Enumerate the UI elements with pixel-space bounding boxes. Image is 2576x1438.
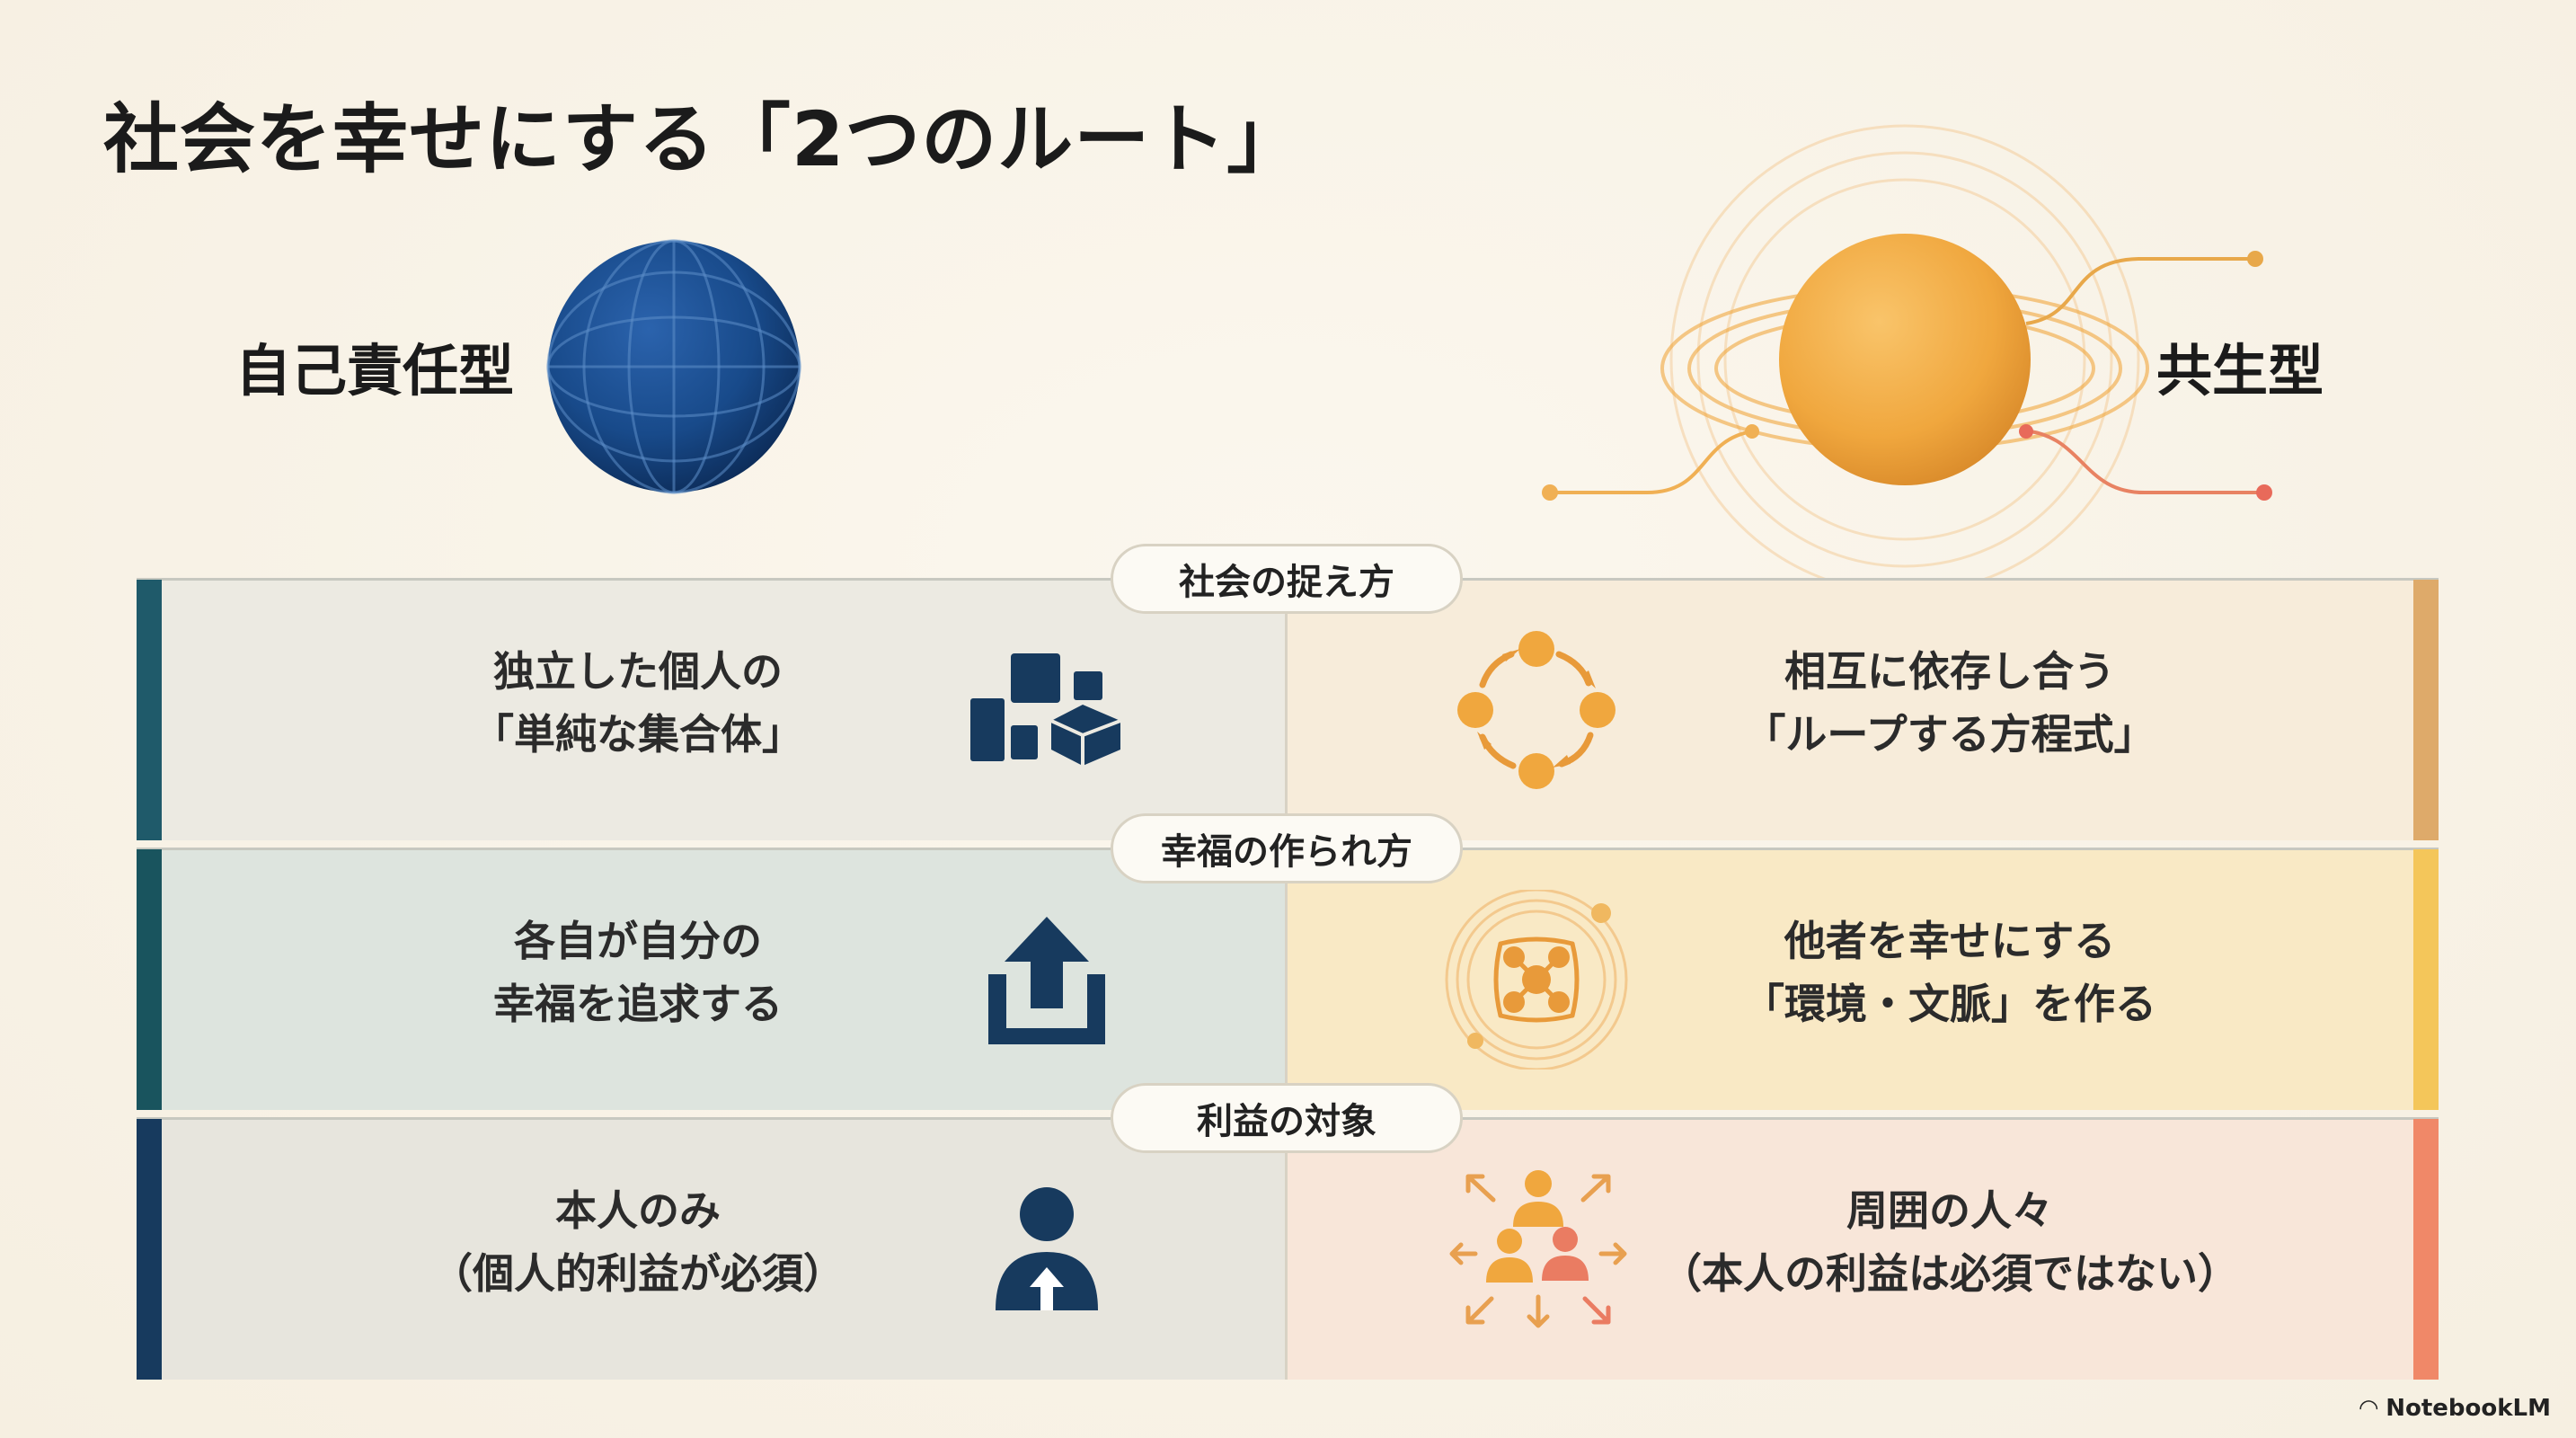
brand-watermark: ◠ NotebookLM — [2359, 1395, 2551, 1422]
row3-right-line2: （本人の利益は必須ではない） — [1660, 1249, 2239, 1298]
network-radiate-icon — [1445, 890, 1628, 1070]
row3-right-panel — [1287, 1119, 2439, 1380]
row1-right-text: 相互に依存し合う 「ループする方程式」 — [1608, 640, 2291, 766]
group-arrows-icon — [1449, 1170, 1627, 1328]
category-pill-happiness-creation: 幸福の作られ方 — [1111, 813, 1463, 883]
row3-right-line1: 周囲の人々 — [1846, 1186, 2053, 1235]
row2-left-line1: 各自が自分の — [514, 917, 762, 965]
row1-left-text: 独立した個人の 「単純な集合体」 — [297, 640, 979, 766]
row3-right-text: 周囲の人々 （本人の利益は必須ではない） — [1608, 1179, 2291, 1305]
row1-right-line2: 「ループする方程式」 — [1744, 710, 2156, 759]
row3-left-line2: （個人的利益が必須） — [431, 1249, 845, 1298]
notebooklm-logo-icon: ◠ — [2359, 1395, 2386, 1422]
orange-sun-network-icon — [1542, 124, 2272, 595]
cycle-loop-icon — [1457, 631, 1616, 789]
category-pill-society-view: 社会の捉え方 — [1111, 544, 1463, 614]
brand-text: NotebookLM — [2386, 1395, 2551, 1422]
row3-left-panel — [137, 1119, 1287, 1380]
row2-right-line2: 「環境・文脈」を作る — [1743, 980, 2156, 1028]
upload-arrow-icon — [988, 917, 1105, 1044]
row1-right-line1: 相互に依存し合う — [1784, 647, 2115, 696]
row3-left-line1: 本人のみ — [555, 1186, 721, 1235]
self-responsibility-label: 自己責任型 — [235, 338, 515, 404]
person-arrow-icon — [996, 1187, 1098, 1310]
row1-left-line2: 「単純な集合体」 — [473, 710, 803, 759]
row1-right-accent-bar — [2413, 580, 2439, 840]
category-pill-benefit-target: 利益の対象 — [1111, 1083, 1463, 1153]
row2-left-accent-bar — [137, 849, 162, 1110]
blue-globe-icon — [546, 239, 801, 494]
row2-left-line2: 幸福を追求する — [493, 980, 783, 1028]
row3-right-accent-bar — [2413, 1119, 2439, 1380]
row2-right-text: 他者を幸せにする 「環境・文脈」を作る — [1608, 910, 2291, 1035]
row2-right-panel — [1287, 849, 2439, 1110]
row3-left-text: 本人のみ （個人的利益が必須） — [297, 1179, 979, 1305]
row1-left-line1: 独立した個人の — [493, 647, 783, 696]
row1-left-accent-bar — [137, 580, 162, 840]
blocks-icon — [970, 653, 1121, 766]
row2-right-line1: 他者を幸せにする — [1784, 917, 2116, 965]
row2-left-text: 各自が自分の 幸福を追求する — [297, 910, 979, 1035]
center-divider — [1285, 580, 1288, 1380]
symbiosis-label: 共生型 — [2156, 338, 2324, 404]
page-title: 社会を幸せにする「2つのルート」 — [103, 95, 1304, 183]
row3-left-accent-bar — [137, 1119, 162, 1380]
row2-right-accent-bar — [2413, 849, 2439, 1110]
